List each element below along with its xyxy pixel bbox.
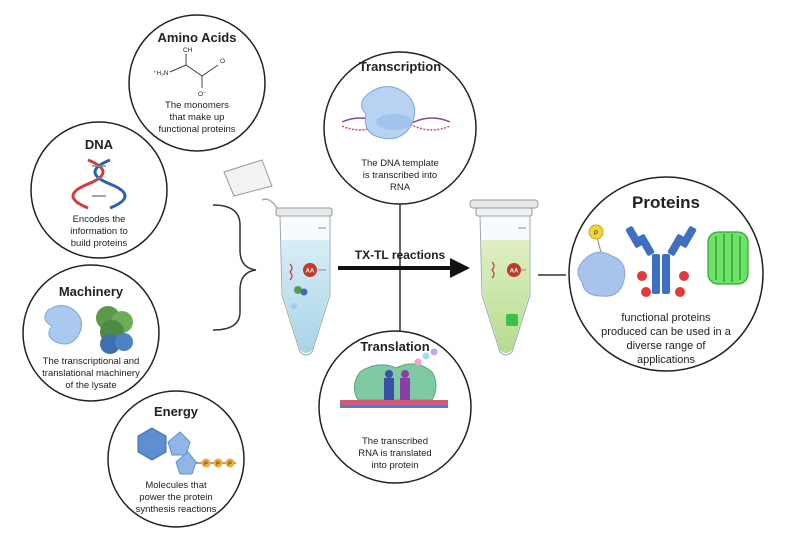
svg-text:O: O bbox=[220, 58, 225, 65]
translation-description-line-1: The transcribed bbox=[362, 436, 428, 447]
svg-text:P: P bbox=[204, 462, 208, 468]
dna-description-line-1: Encodes the bbox=[73, 214, 126, 225]
proteins-description-line-2: produced can be used in a bbox=[601, 326, 732, 338]
proteins-description-line-1: functional proteins bbox=[621, 312, 711, 324]
energy-panel: Energy P P P Molecules that power the pr… bbox=[107, 390, 245, 528]
ribosome-icon bbox=[96, 306, 133, 354]
phosphate-2 bbox=[213, 458, 223, 468]
proteins-title: Proteins bbox=[632, 193, 700, 212]
reaction-tube-before: AA bbox=[223, 159, 333, 356]
svg-text:AA: AA bbox=[510, 269, 519, 275]
tx-tl-reactions-label: TX-TL reactions bbox=[355, 248, 446, 262]
energy-description-line-1: Molecules that bbox=[145, 480, 207, 491]
dna-helix-icon bbox=[71, 158, 127, 210]
machinery-description-line-2: translational machinery bbox=[42, 368, 140, 379]
proteins-description-line-3: diverse range of bbox=[627, 340, 707, 352]
translation-description-line-2: RNA is translated bbox=[358, 448, 431, 459]
amino-acids-description-line-1: The monomers bbox=[165, 100, 229, 111]
amino-acids-panel: Amino Acids CH ⁺H₃N O O⁻ The monomers th… bbox=[128, 14, 266, 152]
svg-text:P: P bbox=[594, 231, 598, 237]
energy-title: Energy bbox=[154, 404, 199, 419]
phosphate-1 bbox=[201, 458, 211, 468]
transcription-description-line-2: is transcribed into bbox=[363, 170, 437, 181]
polymerase-icon bbox=[44, 305, 82, 345]
translation-panel: Translation The transcribed RNA is trans… bbox=[318, 330, 472, 484]
amino-acids-title: Amino Acids bbox=[158, 30, 237, 45]
transcription-description-line-3: RNA bbox=[390, 182, 411, 193]
transcription-panel: Transcription The DNA template is transc… bbox=[323, 51, 477, 205]
svg-text:P: P bbox=[228, 462, 232, 468]
ribosome-translation-icon bbox=[340, 348, 448, 408]
energy-description-line-3: synthesis reactions bbox=[136, 504, 217, 515]
svg-text:CH: CH bbox=[183, 47, 193, 54]
translation-title: Translation bbox=[360, 339, 429, 354]
translation-description-line-3: into protein bbox=[371, 460, 418, 471]
grouping-brace bbox=[212, 204, 257, 331]
machinery-description-line-3: of the lysate bbox=[65, 380, 116, 391]
reaction-tube-after: AA bbox=[469, 199, 539, 356]
rna-polymerase-icon bbox=[341, 86, 451, 140]
dna-panel: DNA Encodes the information to build pro… bbox=[30, 121, 168, 259]
amino-acids-description-line-3: functional proteins bbox=[158, 124, 235, 135]
amino-acids-description-line-2: that make up bbox=[170, 112, 225, 123]
machinery-description-line-1: The transcriptional and bbox=[43, 356, 140, 367]
antibody-icon bbox=[625, 226, 697, 297]
atp-molecule-icon: P P P bbox=[137, 427, 236, 475]
globular-protein-icon: P bbox=[577, 224, 626, 297]
svg-text:P: P bbox=[216, 462, 220, 468]
amino-acid-structure: CH ⁺H₃N O O⁻ bbox=[153, 47, 225, 98]
proteins-description-line-4: applications bbox=[637, 354, 696, 366]
energy-description-line-2: power the protein bbox=[139, 492, 212, 503]
machinery-panel: Machinery The transcriptional and transl… bbox=[22, 264, 160, 402]
dna-title: DNA bbox=[85, 137, 114, 152]
svg-text:⁺H₃N: ⁺H₃N bbox=[153, 70, 169, 77]
gfp-barrel-icon bbox=[707, 231, 749, 285]
machinery-title: Machinery bbox=[59, 284, 124, 299]
phosphate-3 bbox=[225, 458, 235, 468]
svg-text:AA: AA bbox=[306, 269, 315, 275]
proteins-panel: Proteins P functional proteins bbox=[568, 176, 764, 372]
svg-text:O⁻: O⁻ bbox=[198, 91, 207, 98]
tx-tl-arrow: TX-TL reactions bbox=[338, 248, 470, 278]
transcription-description-line-1: The DNA template bbox=[361, 158, 439, 169]
amino-acid-badge-after bbox=[507, 263, 521, 277]
amino-acid-badge-before bbox=[303, 263, 317, 277]
dna-description-line-3: build proteins bbox=[71, 238, 128, 249]
dna-description-line-2: information to bbox=[70, 226, 128, 237]
transcription-title: Transcription bbox=[359, 59, 441, 74]
